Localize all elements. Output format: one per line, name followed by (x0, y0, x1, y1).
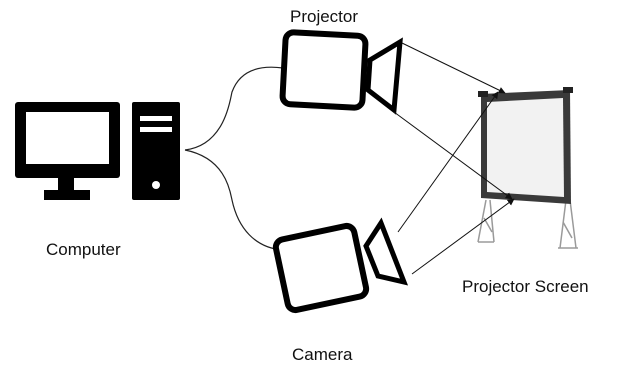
cable-to-camera (184, 149, 284, 251)
projection-arrows (393, 42, 515, 275)
projector-label: Projector (290, 7, 358, 26)
computer-icon (15, 102, 180, 200)
projector-icon (279, 29, 403, 115)
screen-stand (477, 199, 578, 249)
arrow-camera-to-screen-bottom (411, 198, 515, 275)
arrow-camera-to-screen-top (397, 91, 499, 233)
tower-icon (132, 102, 180, 200)
arrow-projector-to-screen-top (401, 42, 506, 94)
computer-label: Computer (46, 240, 121, 259)
projector-screen-icon (477, 87, 578, 249)
projector-screen-label: Projector Screen (462, 277, 589, 296)
camera-label: Camera (292, 345, 353, 364)
cable-to-projector (184, 66, 284, 151)
camera-icon (272, 217, 409, 314)
